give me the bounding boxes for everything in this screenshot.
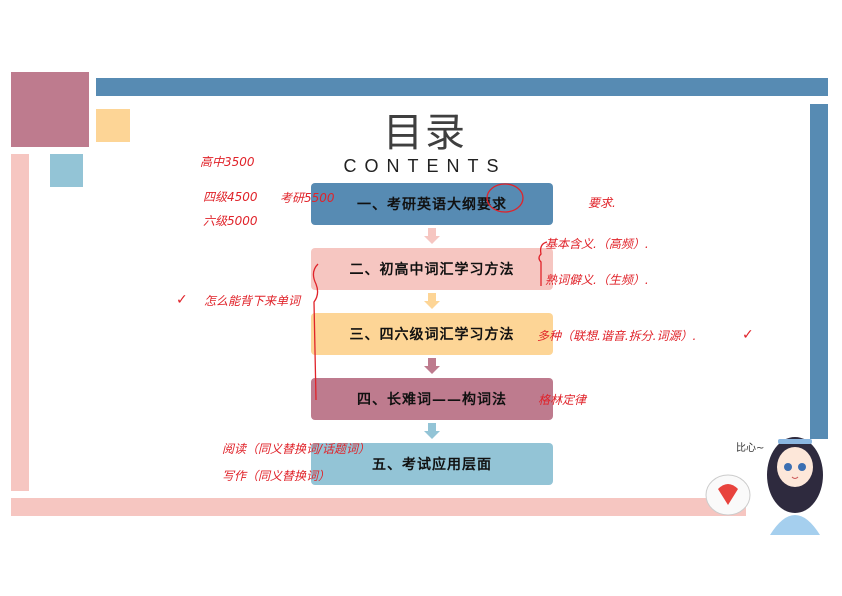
annotation-kaoyan-count: 考研5500 bbox=[280, 191, 335, 205]
toc-item-5[interactable]: 五、考试应用层面 bbox=[311, 443, 553, 485]
annotation-item3-note: 多种（联想.谐音.拆分.词源）. bbox=[537, 329, 697, 343]
annotation-bracket-left bbox=[312, 263, 319, 401]
toc-item-label: 五、考试应用层面 bbox=[372, 457, 492, 473]
right-blue-bar bbox=[810, 104, 828, 439]
arrow-down-icon bbox=[424, 358, 440, 374]
toc-item-label: 四、长难词——构词法 bbox=[357, 392, 507, 408]
arrow-down-icon bbox=[424, 423, 440, 439]
annotation-left-note: 怎么能背下来单词 bbox=[204, 294, 301, 308]
toc-item-3[interactable]: 三、四六级词汇学习方法 bbox=[311, 313, 553, 355]
annotation-vocab-highschool: 高中3500 bbox=[200, 155, 255, 169]
peach-square bbox=[96, 109, 130, 142]
page-subtitle: CONTENTS bbox=[343, 156, 507, 176]
annotation-item2-note-2: 熟词僻义.（生频）. bbox=[545, 273, 649, 287]
annotation-requirement: 要求. bbox=[588, 196, 616, 210]
toc-item-1[interactable]: 一、考研英语大纲要求 bbox=[311, 183, 553, 225]
arrow-down-icon bbox=[424, 293, 440, 309]
annotation-item5-reading: 阅读（同义替换词/话题词） bbox=[222, 442, 371, 456]
annotation-item4-note: 格林定律 bbox=[538, 393, 587, 407]
toc-item-label: 一、考研英语大纲要求 bbox=[357, 197, 507, 213]
annotation-item5-writing: 写作（同义替换词） bbox=[222, 469, 331, 483]
lightblue-square bbox=[50, 154, 83, 187]
arrow-down-icon bbox=[424, 228, 440, 244]
mascot-illustration: 比心~ bbox=[700, 425, 842, 535]
top-blue-bar bbox=[96, 78, 828, 96]
toc-item-label: 三、四六级词汇学习方法 bbox=[349, 327, 515, 343]
toc-item-4[interactable]: 四、长难词——构词法 bbox=[311, 378, 553, 420]
bottom-pink-bar bbox=[11, 498, 746, 516]
annotation-bracket-right bbox=[538, 241, 548, 286]
annotation-item2-note-1: 基本含义.（高频）. bbox=[545, 237, 649, 251]
annotation-vocab-cet6: 六级5000 bbox=[203, 214, 258, 228]
toc-item-label: 二、初高中词汇学习方法 bbox=[349, 262, 515, 278]
mauve-square bbox=[11, 72, 89, 147]
check-icon: ✓ bbox=[176, 292, 188, 308]
toc-item-2[interactable]: 二、初高中词汇学习方法 bbox=[311, 248, 553, 290]
left-pink-bar bbox=[11, 154, 29, 491]
check-icon: ✓ bbox=[742, 327, 754, 343]
annotation-vocab-cet4: 四级4500 bbox=[203, 190, 258, 204]
page-title: 目录 bbox=[383, 110, 467, 156]
annotation-circle bbox=[486, 183, 524, 213]
mascot-caption: 比心~ bbox=[736, 443, 765, 454]
